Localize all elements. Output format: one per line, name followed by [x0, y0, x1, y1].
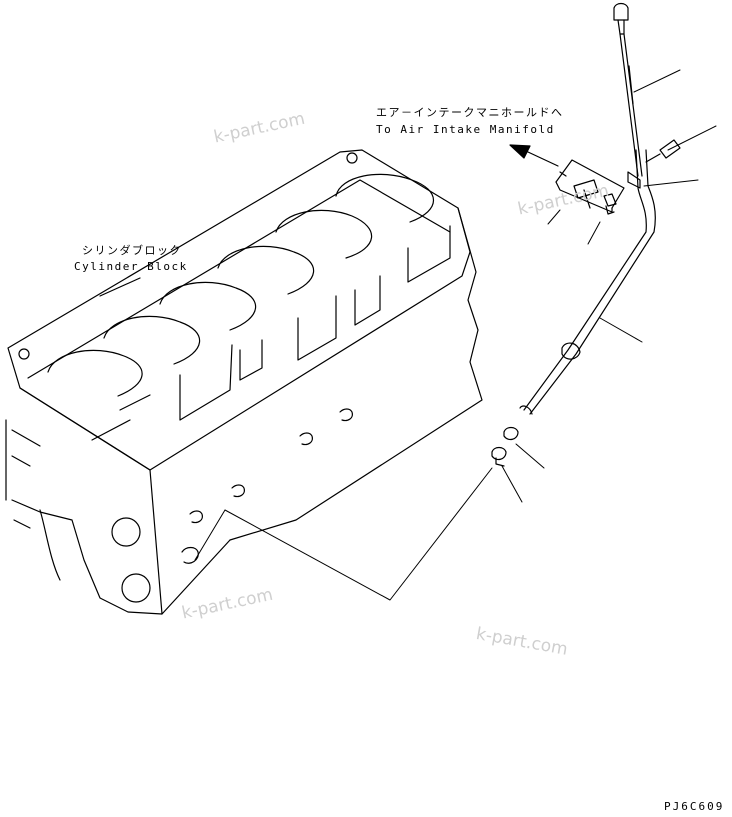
block-label-jp: シリンダブロック [82, 244, 182, 257]
cylinder-block [5, 149, 483, 615]
plugs [491, 426, 519, 467]
block-label-en: Cylinder Block [74, 260, 188, 273]
dipstick-assembly [519, 2, 681, 415]
drawing-code: PJ6C609 [664, 800, 725, 813]
intake-label-jp: エア－インテークマニホールドへ [376, 106, 564, 119]
leader-lines [194, 69, 717, 601]
arrow-to-intake-manifold [509, 144, 559, 167]
block-leader [99, 277, 141, 297]
bracket [555, 159, 625, 215]
intake-label-en: To Air Intake Manifold [376, 123, 555, 136]
